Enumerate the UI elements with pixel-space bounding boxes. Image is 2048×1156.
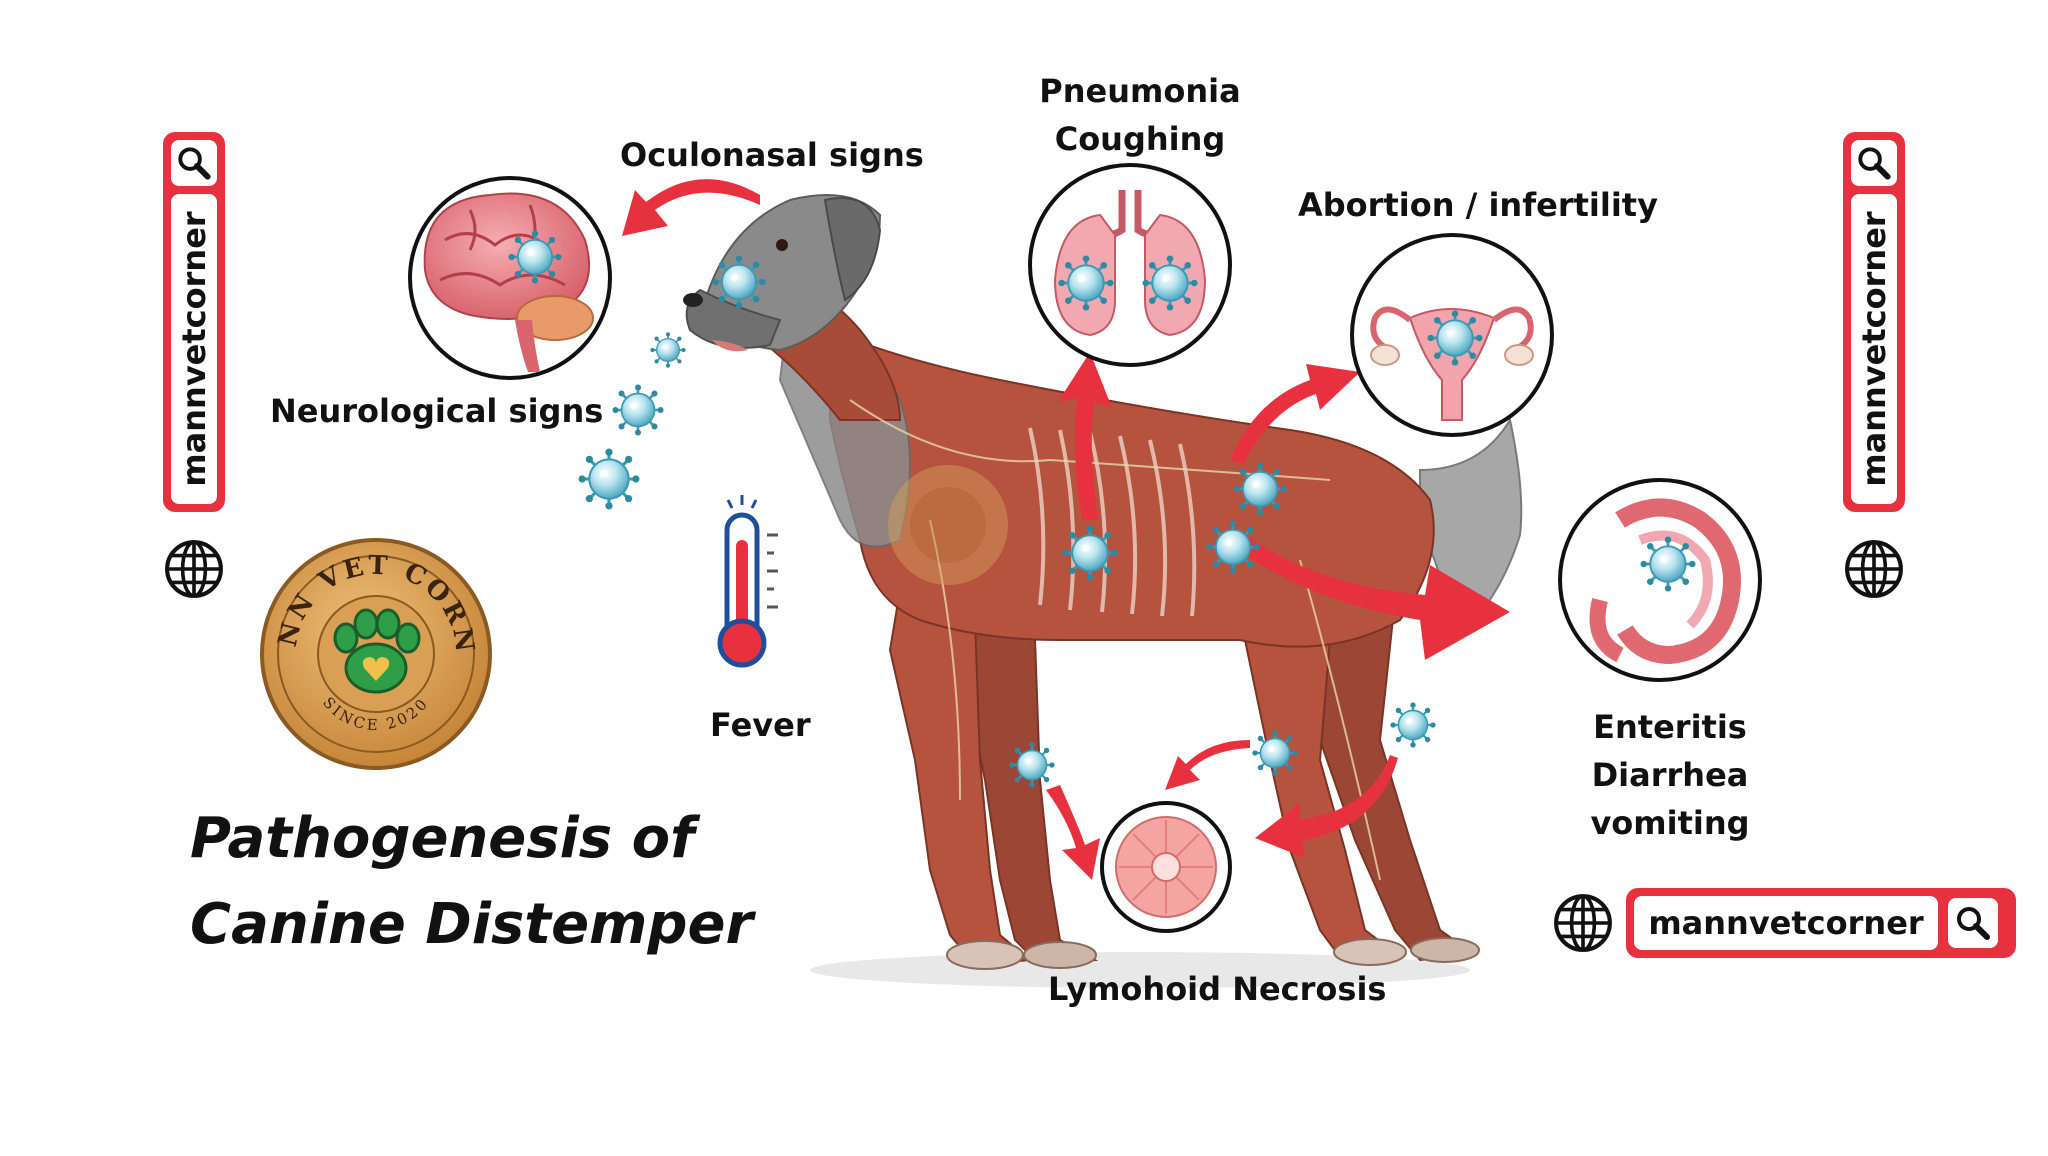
label-lymphoid-necrosis: Lymohoid Necrosis [1048, 970, 1387, 1008]
arrow-to-lungs [1058, 352, 1112, 520]
arrow-to-uterus [1230, 364, 1360, 465]
globe-icon[interactable] [167, 542, 221, 596]
brand-bar-left[interactable]: mannvetcorner [163, 132, 225, 512]
spread-arrows [622, 179, 1510, 880]
page-title-line-2: Canine Distemper [190, 892, 754, 957]
page-title-line-1: Pathogenesis of [190, 806, 695, 871]
brand-handle: mannvetcorner [1648, 904, 1924, 942]
brand-handle: mannvetcorner [1855, 211, 1893, 487]
arrow-hind-leg-to-node [1255, 755, 1398, 858]
brand-handle: mannvetcorner [175, 211, 213, 487]
brand-handle-box[interactable]: mannvetcorner [171, 194, 217, 504]
label-oculonasal-signs: Oculonasal signs [620, 136, 924, 174]
label-pneumonia: Pneumonia [1039, 72, 1241, 110]
label-neurological-signs: Neurological signs [270, 392, 604, 430]
globe-icon[interactable] [1847, 542, 1901, 596]
label-enteritis: Enteritis [1593, 708, 1747, 746]
search-icon[interactable] [1851, 140, 1897, 186]
arrow-mid-to-node [1165, 740, 1250, 790]
arrow-front-leg-to-node [1046, 785, 1100, 880]
label-fever: Fever [710, 706, 811, 744]
paw-icon [333, 608, 421, 694]
search-icon[interactable] [171, 140, 217, 186]
arrow-to-brain [622, 179, 760, 236]
mann-vet-corner-badge: MANN VET CORNER SINCE 2020 [242, 513, 494, 772]
search-icon[interactable] [1948, 898, 1998, 948]
lungs-circle [1028, 163, 1232, 367]
brand-bar-bottom[interactable]: mannvetcorner [1626, 888, 2016, 958]
lymph-node-circle [1100, 801, 1232, 933]
brand-handle-box[interactable]: mannvetcorner [1851, 194, 1897, 504]
thermometer-icon [717, 495, 778, 668]
label-abortion-infertility: Abortion / infertility [1298, 186, 1658, 224]
label-coughing: Coughing [1054, 120, 1226, 158]
globe-icon[interactable] [1556, 896, 1610, 950]
label-vomiting: vomiting [1590, 804, 1750, 842]
brand-bar-right[interactable]: mannvetcorner [1843, 132, 1905, 512]
arrow-to-intestine [1225, 530, 1510, 660]
brain-circle [408, 176, 612, 380]
label-diarrhea: Diarrhea [1591, 756, 1749, 794]
brand-handle-box[interactable]: mannvetcorner [1634, 896, 1938, 950]
